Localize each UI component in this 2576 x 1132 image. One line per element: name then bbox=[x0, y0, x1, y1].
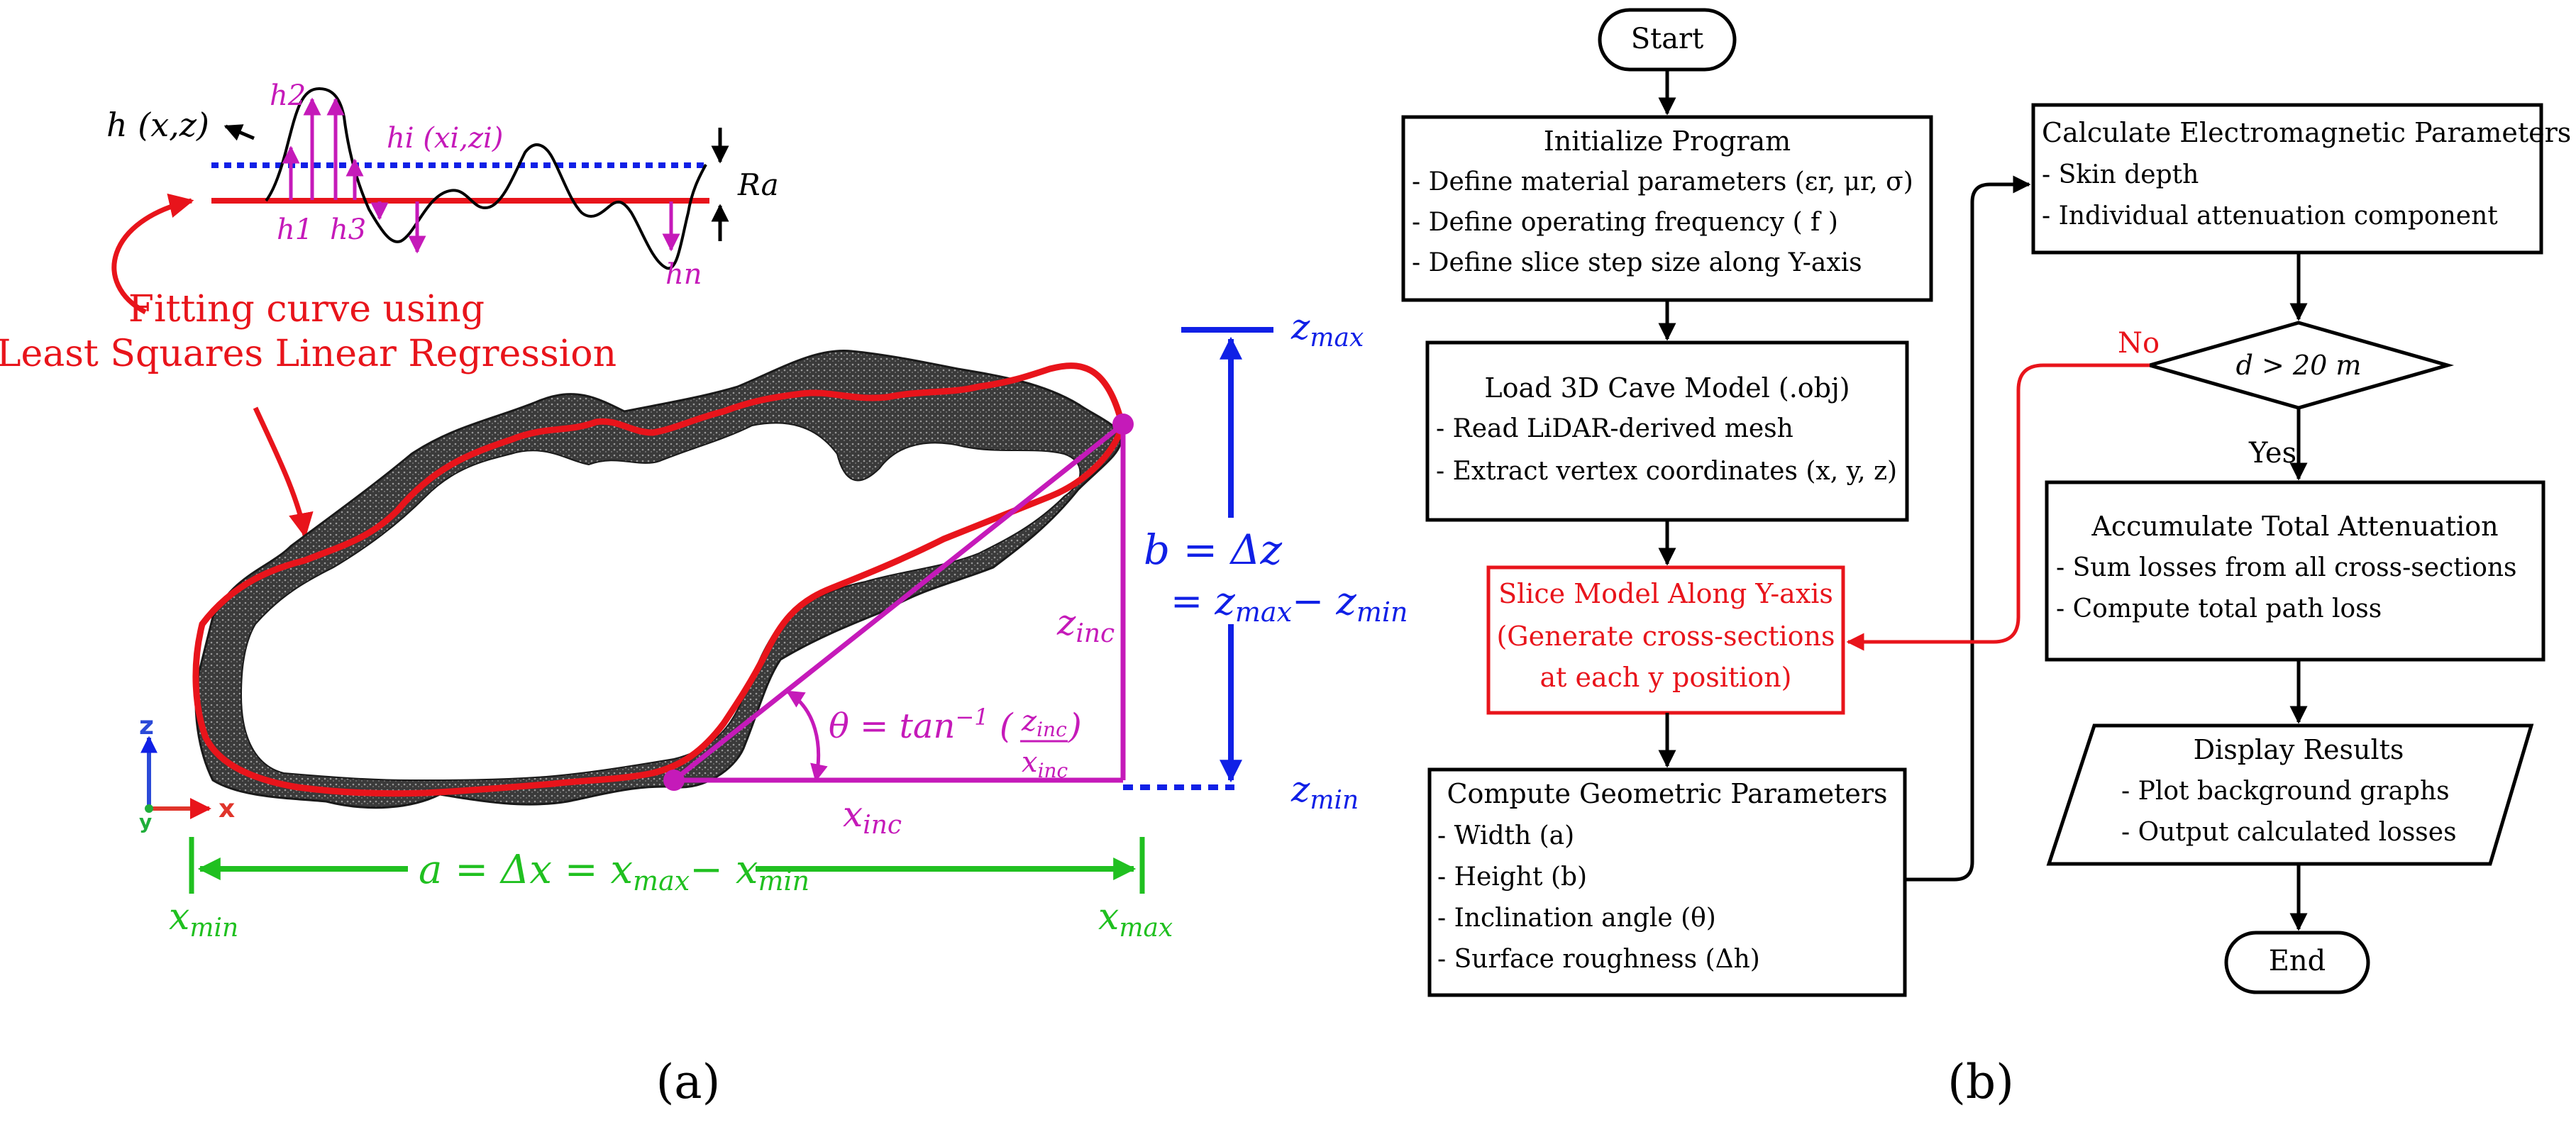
accum-line-1: - Sum losses from all cross-sections bbox=[2056, 553, 2517, 582]
em-line-2: - Individual attenuation component bbox=[2042, 201, 2498, 231]
axis-x-label: x bbox=[219, 794, 235, 823]
start-text: Start bbox=[1631, 23, 1704, 55]
h1-label: h1 bbox=[277, 213, 313, 246]
ra-label: Ra bbox=[737, 167, 779, 202]
display-title: Display Results bbox=[2194, 734, 2404, 765]
theta-label: θ = tan−1 ( bbox=[829, 704, 1014, 746]
accum-title: Accumulate Total Attenuation bbox=[2091, 511, 2498, 542]
init-line-2: - Define operating frequency ( f ) bbox=[1412, 208, 1838, 237]
theta-arc bbox=[785, 689, 828, 782]
cave-interior bbox=[240, 422, 1081, 782]
profile-pointer-arrow bbox=[223, 124, 255, 141]
hn-label: hn bbox=[665, 258, 702, 291]
end-text: End bbox=[2269, 945, 2326, 977]
xmax-label: xmax bbox=[1098, 896, 1173, 943]
load-line-2: - Extract vertex coordinates (x, y, z) bbox=[1436, 457, 1897, 486]
roughness-profile bbox=[265, 87, 707, 270]
geo-box bbox=[1427, 767, 1907, 997]
profile-function-label: h (x,z) bbox=[106, 106, 209, 144]
zmax-label: zmax bbox=[1290, 306, 1364, 353]
fitting-pointer-arrow-cave bbox=[253, 406, 314, 538]
fitting-caption-line1: Fitting curve using bbox=[128, 288, 485, 331]
geo-line-1: - Width (a) bbox=[1437, 821, 1574, 850]
xmin-label: xmin bbox=[169, 896, 238, 943]
geo-line-3: - Inclination angle (θ) bbox=[1437, 904, 1716, 933]
cave-fitting-curve bbox=[192, 362, 1126, 797]
h3-label: h3 bbox=[330, 213, 366, 246]
geo-line-4: - Surface roughness (Δh) bbox=[1437, 945, 1760, 974]
fitting-pointer-arrow-top bbox=[111, 193, 194, 315]
b-equation-line1: b = Δz bbox=[1144, 526, 1282, 574]
connector-geo-em bbox=[1905, 175, 2031, 882]
yes-label: Yes bbox=[2248, 437, 2296, 470]
slice-line-3: at each y position) bbox=[1540, 662, 1792, 693]
em-title: Calculate Electromagnetic Parameters bbox=[2042, 117, 2571, 148]
axis-z-label: z bbox=[139, 711, 154, 740]
init-title: Initialize Program bbox=[1544, 126, 1791, 157]
b-equation-line2: = zmax− zmin bbox=[1171, 579, 1408, 628]
accum-box bbox=[2045, 480, 2545, 662]
decision-text: d > 20 m bbox=[2236, 350, 2362, 381]
panel-a-label: (a) bbox=[656, 1055, 721, 1109]
display-box bbox=[2046, 723, 2534, 866]
theta-fraction-bottom: xinc bbox=[1022, 746, 1068, 782]
geo-line-2: - Height (b) bbox=[1437, 862, 1587, 892]
height-arrows bbox=[282, 97, 680, 254]
end-terminal bbox=[2224, 931, 2370, 994]
load-title: Load 3D Cave Model (.obj) bbox=[1484, 372, 1850, 404]
init-line-1: - Define material parameters (εr, μr, σ) bbox=[1412, 167, 1913, 196]
slice-line-2: (Generate cross-sections bbox=[1496, 621, 1835, 652]
point-min bbox=[663, 770, 685, 791]
no-path bbox=[1846, 363, 2150, 651]
geo-title: Compute Geometric Parameters bbox=[1447, 778, 1887, 809]
xinc-label: xinc bbox=[843, 794, 902, 840]
cave-cross-section bbox=[192, 349, 1126, 809]
accum-line-2: - Compute total path loss bbox=[2056, 594, 2382, 623]
no-label: No bbox=[2118, 327, 2160, 360]
em-line-1: - Skin depth bbox=[2042, 160, 2199, 189]
theta-fraction-top: zinc bbox=[1021, 705, 1067, 741]
roughness-inset: h (x,z) h2 h1 h3 hi (xi,zi) hn Ra bbox=[106, 79, 779, 291]
fitting-caption-line2: Least Squares Linear Regression bbox=[0, 333, 617, 375]
display-line-2: - Output calculated losses bbox=[2121, 818, 2457, 847]
panel-b: Start Initialize Program - Define materi… bbox=[1401, 8, 2571, 1109]
init-box bbox=[1401, 115, 1933, 302]
zinc-label: zinc bbox=[1056, 602, 1115, 648]
theta-close-paren: ) bbox=[1068, 706, 1082, 746]
load-box bbox=[1425, 340, 1909, 522]
slice-box bbox=[1486, 565, 1845, 715]
display-line-1: - Plot background graphs bbox=[2121, 777, 2450, 806]
load-line-1: - Read LiDAR-derived mesh bbox=[1436, 414, 1793, 443]
point-max bbox=[1112, 414, 1134, 435]
hypotenuse-line bbox=[672, 422, 1125, 782]
hi-label: hi (xi,zi) bbox=[387, 122, 503, 155]
axis-triad: z x y bbox=[139, 711, 235, 833]
h2-label: h2 bbox=[270, 79, 306, 112]
em-box bbox=[2031, 103, 2543, 255]
axis-y-label: y bbox=[139, 810, 152, 833]
panel-a: h (x,z) h2 h1 h3 hi (xi,zi) hn Ra Fittin… bbox=[0, 79, 1408, 1109]
panel-b-label: (b) bbox=[1947, 1055, 2014, 1109]
init-line-3: - Define slice step size along Y-axis bbox=[1412, 248, 1862, 277]
zmin-label: zmin bbox=[1290, 769, 1359, 815]
slice-line-1: Slice Model Along Y-axis bbox=[1498, 578, 1833, 609]
a-equation: a = Δx = xmax− xmin bbox=[419, 847, 809, 897]
